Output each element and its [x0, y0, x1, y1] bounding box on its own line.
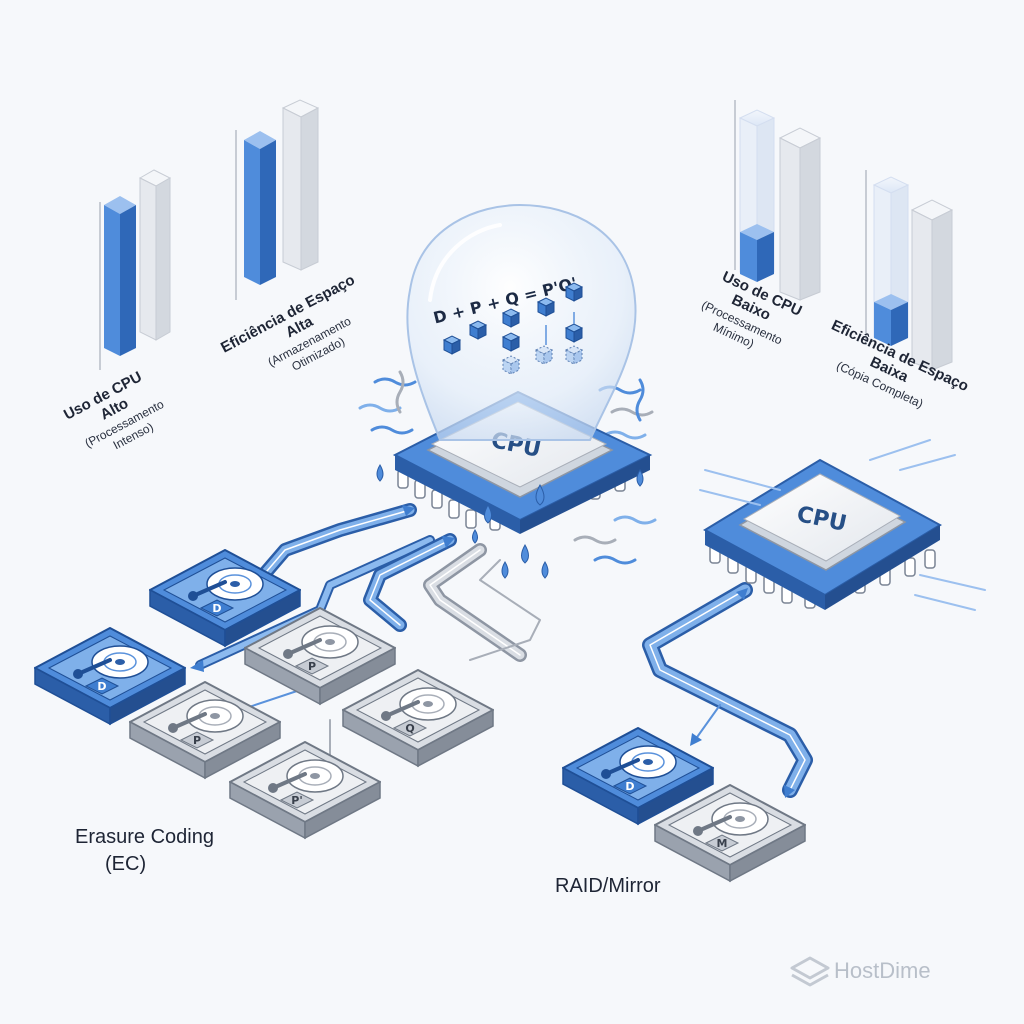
ec-caption-line-1: Erasure Coding [75, 826, 214, 848]
mirror-cpu-usage-bars [734, 100, 822, 301]
water-drop-icon [376, 464, 644, 579]
data-block-icon [442, 282, 584, 375]
hard-disk-icon: P' [229, 741, 381, 840]
hard-disk-icon-label: P' [291, 794, 302, 807]
bubble-arrows [545, 312, 575, 345]
mirror-disk-array: DM [562, 727, 806, 883]
hard-disk-icon: Q [342, 669, 494, 768]
hard-disk-icon: D [149, 549, 301, 648]
heat-wave-icon [358, 370, 657, 565]
hard-disk-icon: P [129, 681, 281, 780]
hard-disk-icon: D [562, 727, 714, 826]
hard-disk-icon-label: P [193, 734, 201, 747]
ec-space-efficiency-bars [235, 99, 320, 300]
hard-disk-icon-label: D [212, 602, 221, 615]
hard-disk-icon: M [654, 784, 806, 883]
mirror-space-efficiency-bars [865, 170, 954, 371]
speed-lines [699, 439, 986, 611]
hard-disk-icon-label: Q [405, 722, 414, 735]
hard-disk-icon-label: D [97, 680, 106, 693]
hard-disk-icon-label: M [717, 837, 728, 850]
mirror-caption: RAID/Mirror [555, 875, 661, 897]
ec-caption-line-2: (EC) [105, 853, 146, 875]
hard-disk-icon: D [34, 627, 186, 726]
ec-disk-array: D P D Q P P' [34, 549, 494, 840]
brand-name: HostDime [834, 958, 931, 983]
mirror-data-paths [642, 582, 813, 798]
brand-logo-icon [790, 956, 830, 987]
ec-space-efficiency-label: Eficiência de Espaço Alta (Armazenamento… [218, 271, 358, 373]
ec-data-paths [190, 503, 541, 761]
hard-disk-icon-label: D [625, 780, 634, 793]
mirror-cpu-chip: CPU [702, 458, 943, 610]
hard-disk-icon: P [244, 607, 396, 706]
formula-bubble: D + P + Q = P'Q' [406, 203, 637, 441]
ec-cpu-usage-bars [99, 169, 172, 370]
ec-cpu-usage-label: Uso de CPU Alto (Processamento Intenso) [61, 368, 167, 452]
hard-disk-icon-label: P [308, 660, 316, 673]
brand-logo: HostDime [790, 956, 931, 987]
